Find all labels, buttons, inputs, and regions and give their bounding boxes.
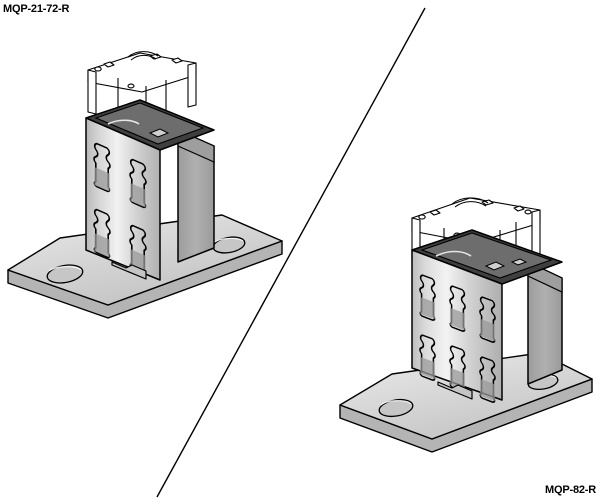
post-side-face-right	[527, 261, 563, 385]
post-slots-front-right	[419, 273, 496, 404]
diagonal-divider-line	[156, 7, 426, 498]
left-product	[7, 51, 283, 319]
base-plate-hole-left	[378, 398, 414, 418]
post-side-face-left	[177, 129, 215, 263]
ghosted-channel-rail-left	[87, 51, 197, 128]
post-open-top-left	[85, 99, 215, 151]
left-part-number-label: MQP-21-72-R	[3, 3, 70, 15]
post-foot-notch-left	[111, 261, 147, 280]
right-product	[339, 197, 593, 453]
right-part-number-label: MQP-82-R	[545, 484, 596, 496]
base-plate-hole-left	[46, 264, 84, 284]
post-foot-notch-right	[437, 381, 473, 400]
